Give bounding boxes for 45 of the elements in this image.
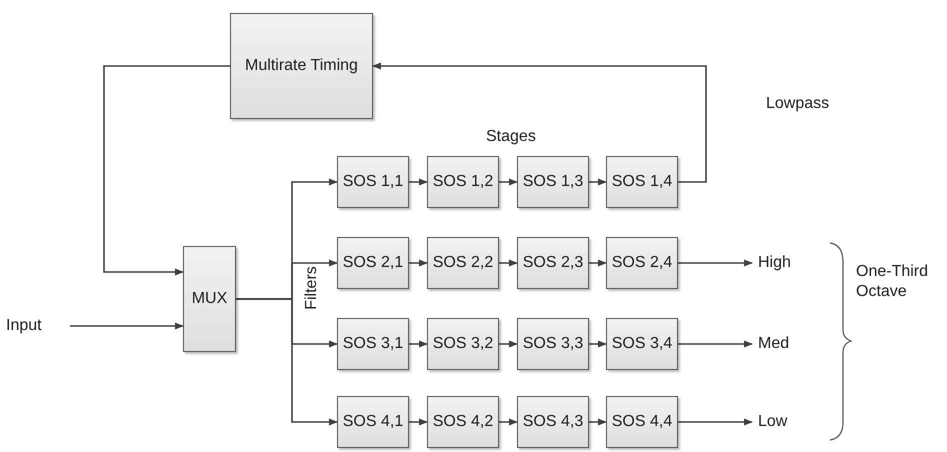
text-label: One-Third Octave <box>856 262 930 302</box>
filter-stage-box: SOS 2,3 <box>517 237 589 289</box>
arrow <box>103 65 230 276</box>
filter-stage-box: SOS 2,2 <box>427 237 499 289</box>
text-label: Lowpass <box>766 94 830 114</box>
arrow <box>236 298 338 426</box>
filter-stage-box: SOS 1,4 <box>606 156 678 208</box>
arrow <box>70 322 184 330</box>
filter-stage-box: SOS 1,1 <box>337 156 409 208</box>
filter-stage-box: SOS 4,1 <box>337 396 409 448</box>
filter-stage-box: SOS 1,3 <box>517 156 589 208</box>
signal-label: Input <box>6 314 62 338</box>
arrow <box>372 62 707 183</box>
arrow <box>589 178 607 186</box>
signal-label: Med <box>758 332 802 356</box>
filter-stage-box: SOS 1,2 <box>427 156 499 208</box>
timing-block: Multirate Timing <box>230 13 373 119</box>
filter-stage-box: SOS 4,3 <box>517 396 589 448</box>
mux-block: MUX <box>183 246 236 352</box>
filter-stage-box: SOS 4,2 <box>427 396 499 448</box>
filter-stage-box: SOS 2,1 <box>337 237 409 289</box>
arrow <box>678 259 753 267</box>
filter-stage-box: SOS 3,1 <box>337 318 409 370</box>
arrow <box>409 418 428 426</box>
arrow <box>499 418 518 426</box>
arrow <box>499 178 518 186</box>
signal-label: High <box>758 251 802 275</box>
filter-stage-box: SOS 3,3 <box>517 318 589 370</box>
arrow <box>589 418 607 426</box>
arrow <box>499 259 518 267</box>
signal-label: Low <box>758 410 802 434</box>
arrow <box>678 418 753 426</box>
text-label: Stages <box>486 127 536 147</box>
arrow <box>499 340 518 348</box>
filter-stage-box: SOS 3,2 <box>427 318 499 370</box>
arrow <box>409 259 428 267</box>
filter-stage-box: SOS 2,4 <box>606 237 678 289</box>
arrow <box>589 340 607 348</box>
filter-stage-box: SOS 3,4 <box>606 318 678 370</box>
arrow <box>678 340 753 348</box>
arrow <box>589 259 607 267</box>
arrow <box>409 340 428 348</box>
filter-stage-box: SOS 4,4 <box>606 396 678 448</box>
arrow <box>409 178 428 186</box>
text-label: Filters <box>302 266 321 310</box>
